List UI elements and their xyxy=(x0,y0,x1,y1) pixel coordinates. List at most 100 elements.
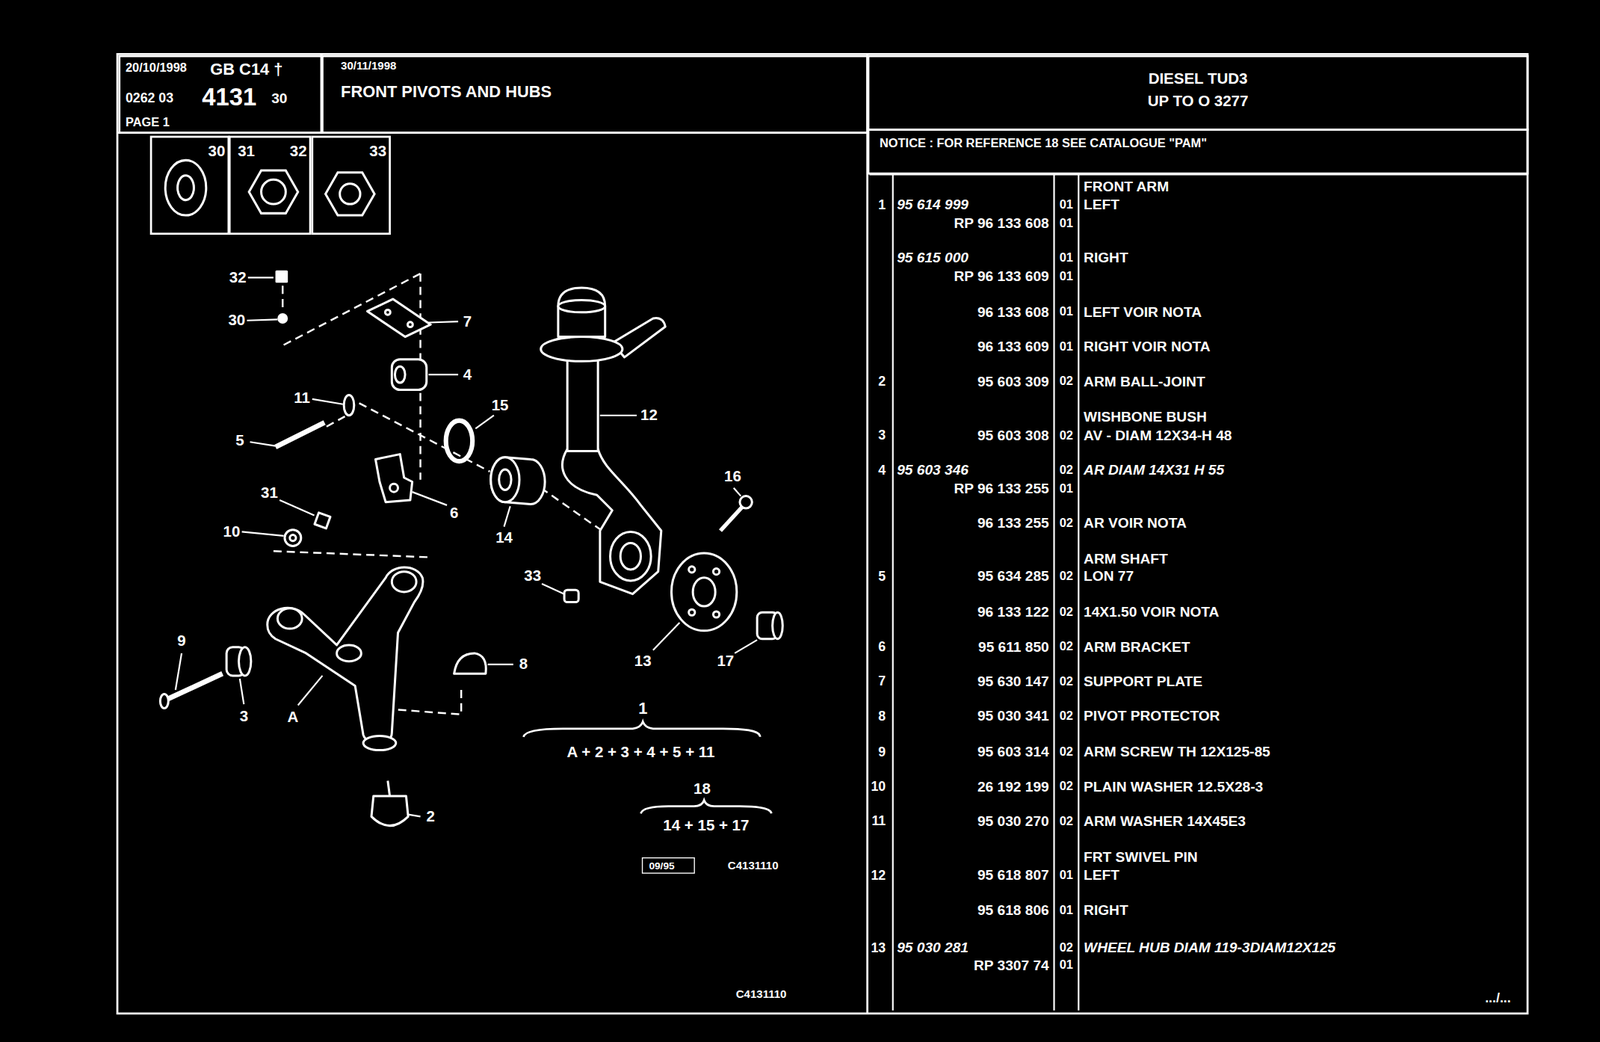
table-cell: ARM SCREW TH 12X125-85 xyxy=(1083,744,1271,761)
wishbone-arm xyxy=(363,735,397,750)
callout-number: 16 xyxy=(724,467,742,486)
table-grid xyxy=(892,174,894,1010)
callout-number: 10 xyxy=(223,523,241,541)
table-cell: 1 xyxy=(878,198,886,213)
table-cell: 01 xyxy=(1059,340,1074,354)
table-cell: ARM WASHER 14X45E3 xyxy=(1083,813,1246,830)
wishbone-bush xyxy=(394,366,406,383)
table-cell: 95 618 806 xyxy=(977,902,1050,918)
inset-icons xyxy=(340,183,361,205)
box-text: NOTICE : FOR REFERENCE 18 SEE CATALOGUE … xyxy=(879,136,1217,151)
table-cell: 02 xyxy=(1059,463,1074,477)
table-cell: RP 96 133 609 xyxy=(953,269,1049,285)
inset-cell: 3132 xyxy=(228,136,312,235)
box-text: 32 xyxy=(289,142,308,160)
box-text: 30/11/1998 xyxy=(340,59,397,72)
leader-lines xyxy=(242,531,284,536)
table-cell: 5 xyxy=(878,569,886,585)
bearing xyxy=(499,469,512,490)
arm-shaft xyxy=(275,422,326,447)
table-cell: WHEEL HUB DIAM 119-3DIAM12X125 xyxy=(1083,940,1336,956)
table-cell: LEFT VOIR NOTA xyxy=(1083,304,1202,320)
table-cell: 11 xyxy=(871,813,886,829)
box-text: UP TO O 3277 xyxy=(1147,92,1249,110)
wheel-hub xyxy=(692,577,716,607)
wishbone-arm xyxy=(391,571,417,592)
table-cell: PIVOT PROTECTOR xyxy=(1083,708,1220,725)
table-cell: 02 xyxy=(1059,516,1074,530)
ball-joint xyxy=(387,780,391,796)
table-cell: 12 xyxy=(870,868,886,884)
table-cell: 02 xyxy=(1059,940,1074,955)
table-cell: FRONT ARM xyxy=(1083,178,1169,195)
box-text: 09/95 xyxy=(648,860,675,872)
table-cell: 95 030 341 xyxy=(977,708,1050,725)
swivel-pin xyxy=(562,449,662,595)
table-cell: AR DIAM 14X31 H 55 xyxy=(1083,462,1225,479)
table-cell: 95 614 999 xyxy=(896,197,969,213)
callout-number: 9 xyxy=(177,632,186,650)
table-cell: 01 xyxy=(1059,198,1074,212)
box-text: 4131 xyxy=(201,83,257,111)
assembly-braces xyxy=(640,800,772,814)
table-cell: 95 603 314 xyxy=(977,744,1050,761)
table-cell: 02 xyxy=(1059,709,1074,724)
callout-number: 6 xyxy=(449,505,459,523)
table-cell: 02 xyxy=(1059,605,1074,619)
table-grid xyxy=(1052,174,1055,1010)
table-cell: 10 xyxy=(870,779,886,795)
inset-cell: 33 xyxy=(310,136,391,235)
box-text: 0262 03 xyxy=(125,91,174,107)
dashed-assembly-lines xyxy=(273,550,431,557)
table-cell: PLAIN WASHER 12.5X28-3 xyxy=(1083,778,1263,795)
table-cell: 02 xyxy=(1059,674,1074,689)
table-grid xyxy=(869,174,1528,1010)
callout-number: 14 + 15 + 17 xyxy=(662,816,749,835)
leader-lines xyxy=(541,583,565,595)
swivel-pin xyxy=(620,542,641,570)
table-cell: 01 xyxy=(1059,251,1074,265)
table-cell: ARM BRACKET xyxy=(1083,638,1190,655)
leader-lines xyxy=(487,663,514,666)
leader-lines xyxy=(312,399,344,405)
leader-lines xyxy=(248,276,274,279)
callout-number: 3 xyxy=(239,707,249,725)
wheel-hub xyxy=(712,568,719,575)
wheel-hub xyxy=(671,553,737,631)
inset-icons xyxy=(177,175,195,201)
table-cell: FRT SWIVEL PIN xyxy=(1083,848,1198,865)
leader-lines xyxy=(175,653,182,690)
callout-number: 2 xyxy=(426,807,435,826)
wheel-hub xyxy=(689,609,696,616)
table-cell: 02 xyxy=(1059,375,1074,389)
table-cell: LEFT xyxy=(1083,197,1120,213)
callout-number: 5 xyxy=(235,432,244,450)
swivel-pin xyxy=(567,354,598,451)
table-cell: 95 603 308 xyxy=(977,428,1050,444)
ball-joint xyxy=(371,795,409,826)
callout-number: A xyxy=(286,709,299,727)
table-cell: ARM BALL-JOINT xyxy=(1083,373,1205,390)
callout-number: 31 xyxy=(260,484,279,502)
leader-lines xyxy=(175,277,758,817)
plain-washer xyxy=(284,529,302,547)
leader-lines xyxy=(428,321,459,323)
leader-lines xyxy=(600,414,637,417)
page-title: FRONT PIVOTS AND HUBS xyxy=(340,82,552,101)
wishbone-bush xyxy=(391,359,426,391)
callout-number: 17 xyxy=(716,653,734,671)
wheel-hub xyxy=(712,611,719,618)
wheel-hub xyxy=(689,566,696,573)
support-plate xyxy=(407,322,413,328)
wishbone-bush xyxy=(239,647,252,676)
page-frame xyxy=(117,53,1528,1014)
wishbone-arm xyxy=(277,608,302,629)
callout-number: C4131110 xyxy=(727,859,779,873)
table-grid xyxy=(1077,174,1080,1010)
leader-lines xyxy=(412,491,447,506)
table-cell: SUPPORT PLATE xyxy=(1083,674,1203,690)
table-cell: WISHBONE BUSH xyxy=(1083,409,1207,426)
inset-icons xyxy=(165,159,375,216)
circlip xyxy=(446,420,474,462)
table-cell: AR VOIR NOTA xyxy=(1083,515,1187,532)
